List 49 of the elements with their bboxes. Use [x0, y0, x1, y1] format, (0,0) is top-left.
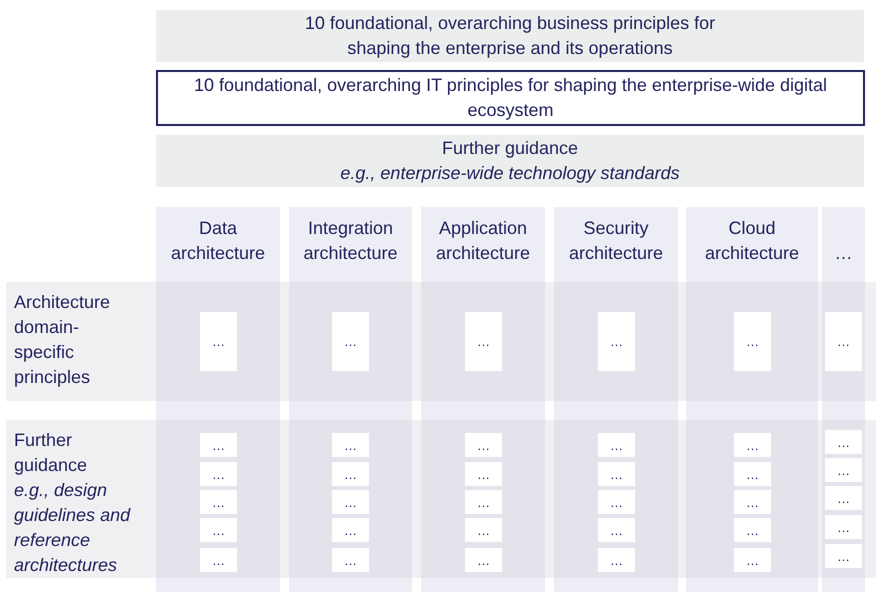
placeholder-box: …: [825, 544, 862, 568]
placeholder-box: …: [332, 490, 369, 514]
placeholder-box: …: [465, 433, 502, 457]
placeholder-box: …: [598, 490, 635, 514]
placeholder-box: …: [200, 518, 237, 542]
placeholder-box: …: [734, 548, 771, 572]
placeholder-box: …: [332, 548, 369, 572]
placeholder-box: …: [825, 430, 862, 454]
placeholder-box: …: [465, 548, 502, 572]
band-text: Further guidance: [442, 137, 578, 160]
placeholder-box: …: [332, 433, 369, 457]
column-heading: Security architecture: [568, 217, 664, 265]
placeholder-box: …: [200, 490, 237, 514]
row-heading: Architecture domain-specific principles: [14, 291, 112, 389]
example-text: e.g., design guidelines and reference architectures: [14, 479, 132, 577]
placeholder-box: …: [465, 462, 502, 486]
placeholder-box: …: [200, 462, 237, 486]
placeholder-box: …: [734, 433, 771, 457]
placeholder-box: …: [825, 486, 862, 510]
placeholder-box: …: [598, 433, 635, 457]
placeholder-box: …: [734, 312, 771, 371]
column-heading: Data architecture: [170, 217, 266, 265]
placeholder-box: …: [598, 548, 635, 572]
column-heading: Integration architecture: [302, 217, 399, 265]
band-text: 10 foundational, overarching IT principles for shaping the enterprise-wide digital ecosystem: [192, 74, 828, 122]
placeholder-box: …: [598, 462, 635, 486]
placeholder-box: …: [200, 548, 237, 572]
placeholder-box: …: [598, 312, 635, 371]
placeholder-box: …: [465, 490, 502, 514]
placeholder-box: …: [734, 490, 771, 514]
placeholder-box: …: [734, 462, 771, 486]
placeholder-box: …: [825, 312, 862, 371]
placeholder-box: …: [734, 518, 771, 542]
placeholder-box: …: [332, 518, 369, 542]
column-heading: Cloud architecture: [704, 217, 800, 265]
principles-band: [156, 70, 865, 126]
column-heading: …: [834, 242, 854, 265]
placeholder-box: …: [825, 515, 862, 539]
placeholder-box: …: [465, 312, 502, 371]
placeholder-box: …: [332, 312, 369, 371]
example-text: e.g., enterprise-wide technology standards: [340, 162, 680, 185]
band-text: 10 foundational, overarching business principles for shaping the enterprise and its operations: [304, 12, 716, 60]
column-heading: Application architecture: [434, 217, 532, 265]
placeholder-box: …: [200, 312, 237, 371]
placeholder-box: …: [598, 518, 635, 542]
placeholder-box: …: [825, 458, 862, 482]
placeholder-box: …: [465, 518, 502, 542]
placeholder-box: …: [200, 433, 237, 457]
placeholder-box: …: [332, 462, 369, 486]
